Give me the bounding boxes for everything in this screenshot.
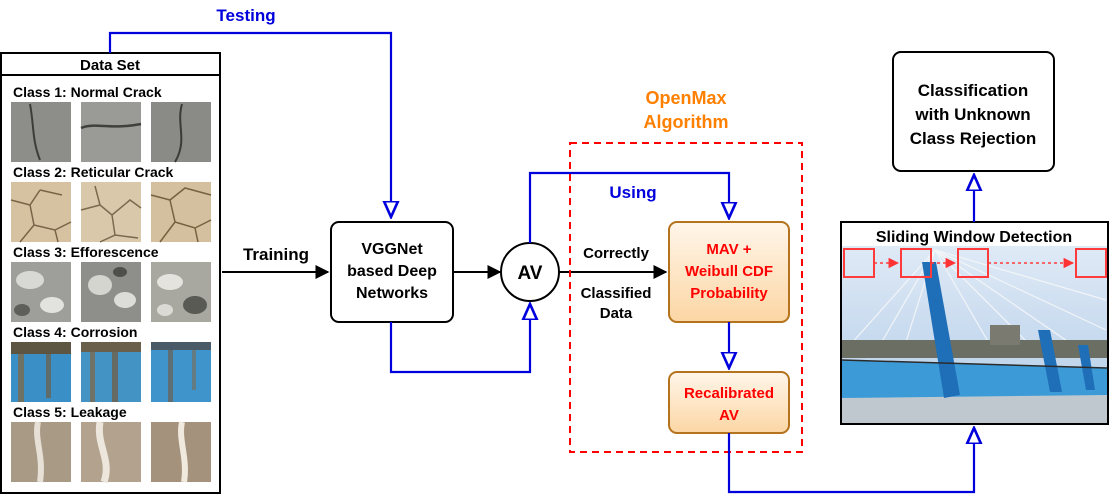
result-line-1: Classification — [918, 81, 1029, 100]
class-label-3: Class 3: Efforescence — [13, 244, 159, 260]
class-4-thumbnails — [11, 342, 211, 402]
sliding-window-panel: Sliding Window Detection — [840, 221, 1109, 425]
class-2-thumbnails — [10, 182, 212, 243]
av-label: AV — [518, 263, 543, 284]
vggnet-line-1: VGGNet — [361, 241, 423, 258]
recal-line-2: AV — [719, 407, 739, 424]
result-line-3: Class Rejection — [910, 129, 1037, 148]
testing-connector — [108, 31, 391, 217]
data-label: Data — [600, 305, 633, 322]
testing-label: Testing — [216, 6, 275, 25]
dataset-panel: Data Set Class 1: Normal Crack Class 2: … — [0, 52, 221, 494]
class-label-2: Class 2: Reticular Crack — [13, 164, 174, 180]
mav-line-3: Probability — [690, 285, 768, 302]
using-connector — [528, 171, 729, 243]
classified-label: Classified — [581, 285, 652, 302]
class-1-thumbnails — [11, 102, 211, 163]
dataset-title: Data Set — [80, 57, 140, 74]
class-label-1: Class 1: Normal Crack — [13, 84, 162, 100]
vggnet-box: VGGNet based Deep Networks — [330, 221, 454, 323]
vggnet-line-2: based Deep — [347, 263, 437, 280]
class-5-thumbnails — [11, 421, 211, 484]
recal-line-1: Recalibrated — [684, 385, 774, 402]
recal-to-sliding-connector — [727, 428, 974, 494]
class-label-4: Class 4: Corrosion — [13, 324, 137, 340]
training-label: Training — [243, 245, 309, 264]
openmax-line-1: OpenMax — [645, 88, 726, 108]
using-label: Using — [609, 183, 656, 202]
classification-result-box: Classification with Unknown Class Reject… — [892, 51, 1055, 172]
mav-line-1: MAV + — [706, 241, 751, 258]
openmax-region — [569, 142, 803, 453]
mav-weibull-box: MAV + Weibull CDF Probability — [668, 221, 790, 323]
class-label-5: Class 5: Leakage — [13, 404, 127, 420]
recalibrated-av-box: Recalibrated AV — [668, 371, 790, 434]
result-line-2: with Unknown — [914, 105, 1030, 124]
sliding-window-title: Sliding Window Detection — [876, 229, 1072, 246]
openmax-line-2: Algorithm — [644, 112, 729, 132]
class-3-thumbnails — [11, 262, 211, 322]
vggnet-line-3: Networks — [356, 285, 428, 302]
detection-windows — [843, 248, 1107, 278]
bridge-photo — [841, 246, 1108, 423]
vgg-bottom-to-av-connector — [389, 304, 530, 374]
mav-line-2: Weibull CDF — [685, 263, 773, 280]
correctly-label: Correctly — [583, 245, 650, 262]
av-node: AV — [500, 242, 560, 302]
